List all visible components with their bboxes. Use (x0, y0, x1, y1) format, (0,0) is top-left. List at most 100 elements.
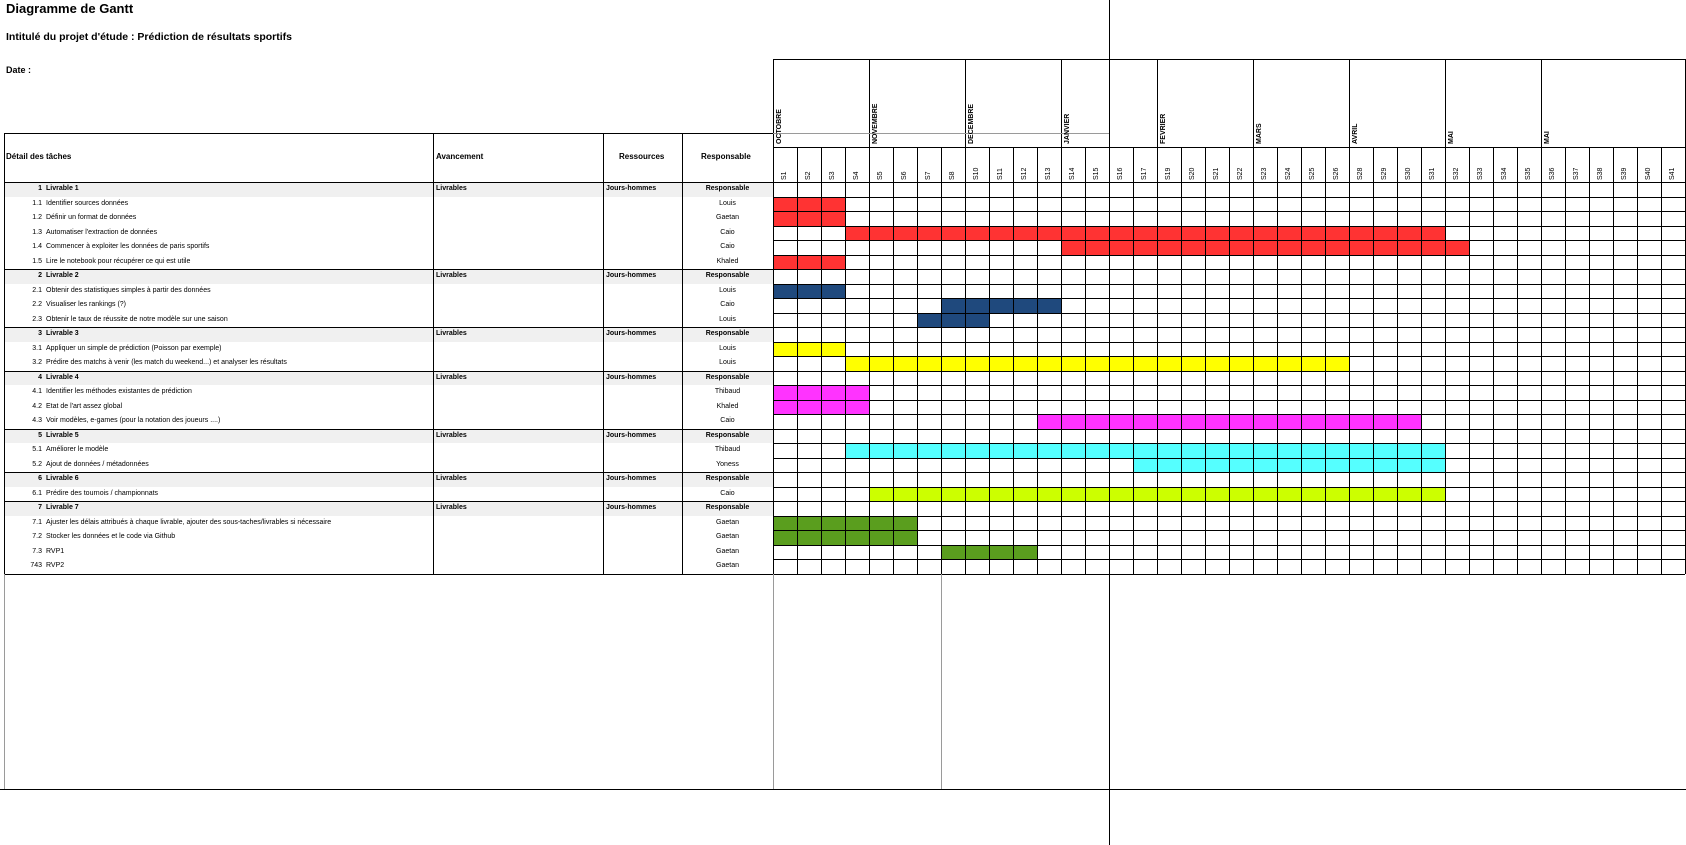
frame-inner-line (941, 573, 942, 789)
week-label-s36: S36 (1549, 167, 1556, 180)
grid-col-line (797, 147, 798, 574)
group-row-shade (4, 269, 773, 284)
responsable-cell: Caio (720, 417, 735, 424)
task-name: Livrable 7 (46, 504, 79, 511)
grid-col-line (1349, 147, 1350, 574)
task-name: Livrable 1 (46, 185, 79, 192)
month-label: AVRIL (1352, 123, 1359, 144)
group-row-shade (4, 428, 773, 443)
month-label: OCTOBRE (776, 109, 783, 144)
ressources-cell: Jours-hommes (606, 185, 657, 192)
grid-col-line (1037, 147, 1038, 574)
grid-col-line (1541, 147, 1542, 574)
grid-col-line (1637, 147, 1638, 574)
grid-col-line (1205, 147, 1206, 574)
task-number: 1.2 (32, 214, 42, 221)
avancement-cell: Livrables (436, 475, 467, 482)
month-divider (1445, 59, 1446, 147)
grid-col-line (1589, 147, 1590, 574)
week-label-s16: S16 (1117, 167, 1124, 180)
grid-col-line (1277, 147, 1278, 574)
responsable-cell: Louis (719, 344, 736, 352)
task-name: Commencer à exploiter les données de par… (46, 243, 210, 250)
gantt-bar-1-5 (773, 254, 845, 269)
task-name: Livrable 2 (46, 272, 79, 279)
table-row-line (4, 573, 773, 575)
task-number: 3.2 (32, 359, 42, 366)
grid-col-line (1445, 147, 1446, 574)
avancement-cell: Livrables (436, 504, 467, 511)
ressources-cell: Jours-hommes (606, 504, 657, 511)
ressources-cell: Jours-hommes (606, 373, 657, 381)
table-row-line (4, 370, 773, 372)
week-label-s23: S23 (1261, 167, 1268, 180)
grid-col-line (1013, 147, 1014, 574)
responsable-cell: Responsable (705, 185, 750, 192)
task-number: 4.3 (32, 417, 42, 424)
group-row-shade (4, 472, 773, 487)
grid-col-line (845, 147, 846, 574)
week-label-s19: S19 (1165, 167, 1172, 180)
table-row-line (4, 428, 773, 430)
gantt-bar-3-1 (773, 341, 845, 356)
week-label-s24: S24 (1285, 167, 1292, 180)
task-number: 7 (38, 504, 42, 511)
grid-col-line (1661, 147, 1662, 574)
grid-row-line (773, 573, 1685, 575)
table-row-line (4, 472, 773, 473)
grid-col-line (1325, 147, 1326, 574)
week-label-s31: S31 (1429, 167, 1436, 180)
task-name: Ajuster les délais attribués à chaque li… (46, 518, 332, 526)
week-label-s32: S32 (1453, 167, 1460, 180)
task-number: 2.3 (32, 315, 42, 323)
task-number: 1.4 (32, 243, 42, 250)
avancement-cell: Livrables (436, 330, 467, 337)
grid-col-line (989, 147, 990, 574)
responsable-cell: Louis (719, 199, 736, 207)
task-name: Identifier sources données (46, 199, 129, 207)
responsable-cell: Khaled (716, 402, 739, 410)
task-number: 7.2 (32, 533, 42, 540)
project-subtitle: Intitulé du projet d'étude : Prédiction … (6, 31, 293, 43)
grid-col-line (1373, 147, 1374, 574)
task-number: 4.1 (32, 388, 42, 395)
responsable-cell: Caio (720, 489, 735, 497)
gantt-bar-1-1 (773, 196, 845, 211)
group-row-shade (4, 182, 773, 197)
task-number: 1 (38, 185, 42, 192)
month-bottom-line (773, 147, 1685, 148)
task-name: Ajout de données / métadonnées (46, 460, 149, 468)
task-name: Livrable 3 (46, 330, 79, 337)
week-label-s12: S12 (1021, 167, 1028, 180)
responsable-cell: Thibaud (714, 388, 741, 395)
task-name: Améliorer le modèle (46, 446, 109, 453)
grid-col-line (965, 147, 966, 574)
gantt-bar-5-1 (845, 443, 1445, 458)
week-label-s30: S30 (1405, 167, 1412, 180)
month-divider (1157, 59, 1158, 147)
week-label-s25: S25 (1309, 167, 1316, 180)
col-header-avancement: Avancement (436, 152, 484, 161)
responsable-cell: Gaetan (716, 533, 739, 540)
month-divider (773, 59, 774, 147)
grid-col-line (1301, 147, 1302, 574)
grid-col-line (917, 147, 918, 574)
grid-col-line (1085, 147, 1086, 574)
task-name: Livrable 5 (46, 431, 79, 439)
avancement-cell: Livrables (436, 272, 467, 279)
grid-col-line (1421, 147, 1422, 574)
gantt-bar-1-2 (773, 211, 845, 226)
grid-col-line (1229, 147, 1230, 574)
responsable-cell: Khaled (716, 257, 739, 265)
task-name: Identifier les méthodes existantes de pr… (46, 388, 192, 395)
task-name: Livrable 6 (46, 475, 79, 482)
responsable-cell: Responsable (705, 504, 750, 511)
frame-bottom-line (0, 789, 1686, 790)
week-label-s21: S21 (1213, 167, 1220, 180)
week-label-s1: S1 (781, 171, 788, 180)
task-name: Appliquer un simple de prédiction (Poiss… (46, 344, 222, 352)
task-number: 6 (38, 475, 42, 482)
responsable-cell: Gaetan (716, 547, 739, 555)
group-row-shade (4, 327, 773, 342)
